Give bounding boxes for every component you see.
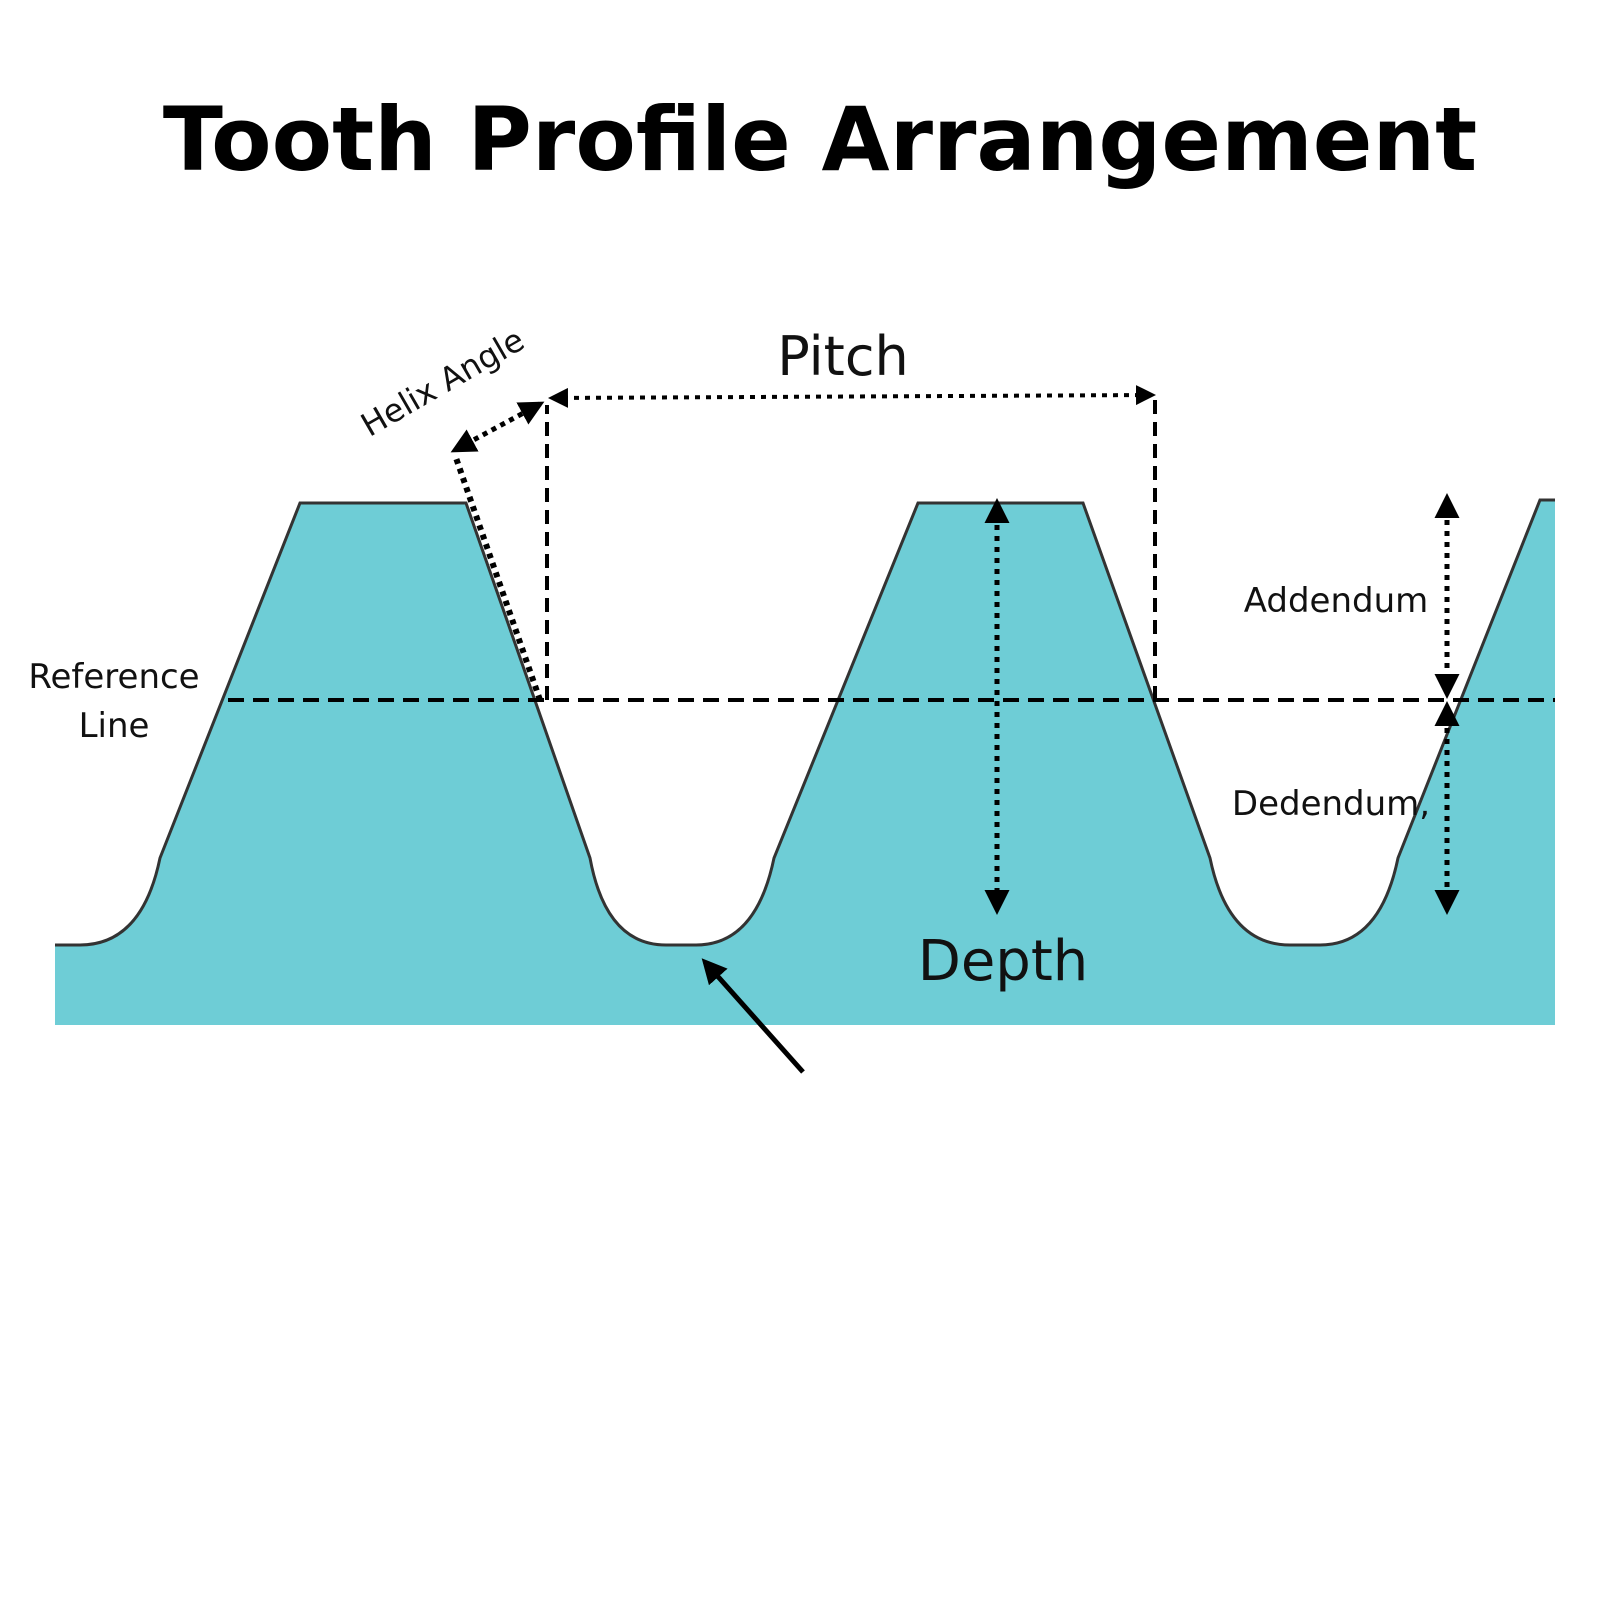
helix-angle-slant-line [452,454,543,701]
dedendum-label: Dedendum, [1232,784,1430,824]
helix-angle-arrow [450,401,545,453]
root-pointer-arrow [701,958,805,1074]
tooth-outline [55,498,1555,947]
rack-tooth-profile [55,500,1555,1025]
pitch-arrow [548,385,1156,408]
page-title: Tooth Profile Arrangement [163,88,1477,191]
reference-line-label-2: Line [79,706,150,746]
addendum-label: Addendum [1244,581,1429,621]
pitch-label: Pitch [777,325,908,388]
reference-line-label-1: Reference [28,657,199,697]
depth-label: Depth [918,929,1089,994]
